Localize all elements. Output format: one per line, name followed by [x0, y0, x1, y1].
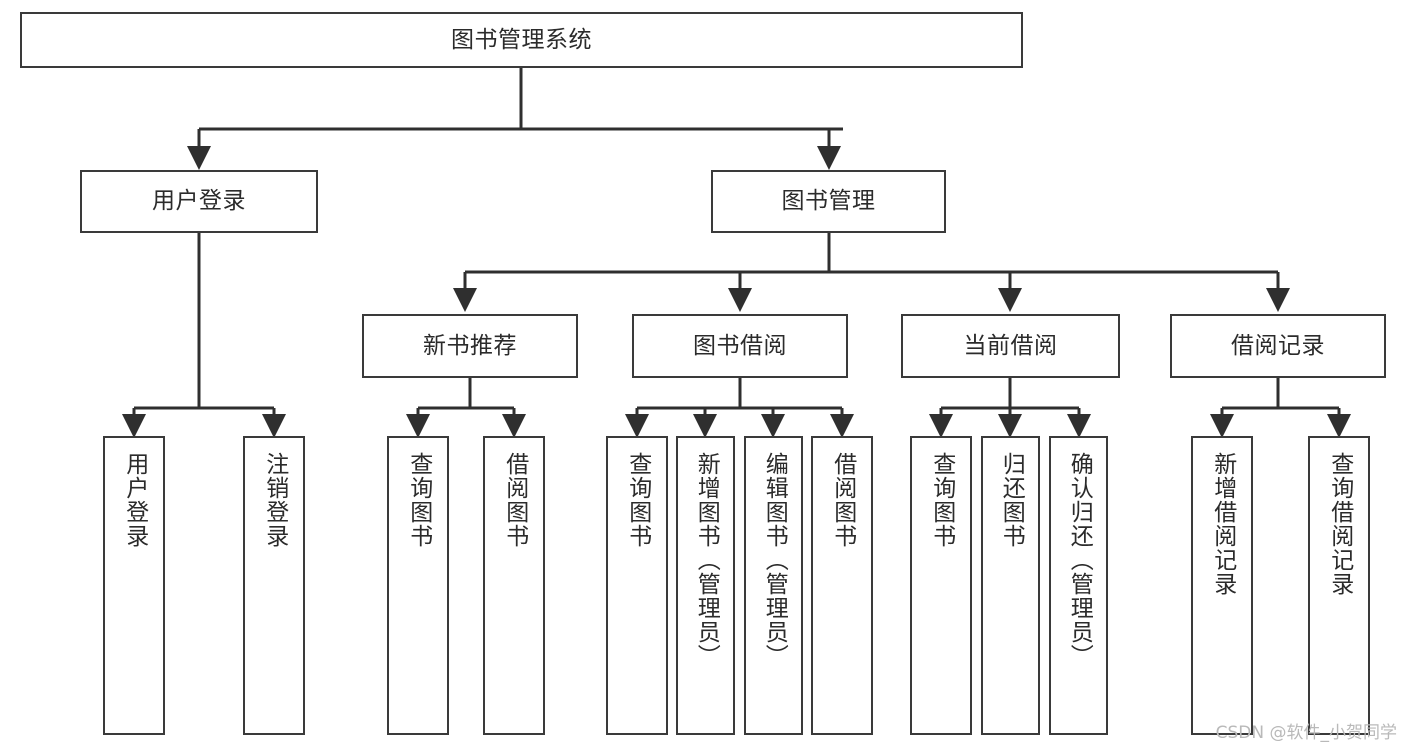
node-label: 注销登录 [261, 452, 288, 548]
leaf-borrow-edit-book[interactable]: 编辑图书（管理员） [744, 436, 803, 735]
node-label: 归还图书 [998, 452, 1025, 548]
node-label: 查询图书 [405, 452, 432, 548]
node-label: 新书推荐 [423, 332, 517, 359]
node-label: 图书管理 [781, 188, 876, 215]
node-label: 确认归还（管理员） [1066, 452, 1093, 668]
node-new-book-recommend[interactable]: 新书推荐 [362, 314, 578, 378]
node-label: 借阅图书 [501, 452, 528, 548]
node-label: 查询图书 [928, 452, 955, 548]
node-label: 借阅图书 [829, 452, 856, 548]
node-label: 借阅记录 [1231, 332, 1325, 359]
node-borrow-records[interactable]: 借阅记录 [1170, 314, 1386, 378]
leaf-current-return-book[interactable]: 归还图书 [981, 436, 1040, 735]
leaf-current-query-book[interactable]: 查询图书 [910, 436, 972, 735]
leaf-new-books-query[interactable]: 查询图书 [387, 436, 449, 735]
leaf-user-login[interactable]: 用户登录 [103, 436, 165, 735]
node-book-management[interactable]: 图书管理 [711, 170, 946, 233]
leaf-borrow-add-book[interactable]: 新增图书（管理员） [676, 436, 735, 735]
node-book-borrow[interactable]: 图书借阅 [632, 314, 848, 378]
node-label: 用户登录 [121, 452, 148, 548]
node-root-system[interactable]: 图书管理系统 [20, 12, 1023, 68]
leaf-query-borrow-record[interactable]: 查询借阅记录 [1308, 436, 1370, 735]
leaf-current-confirm-return[interactable]: 确认归还（管理员） [1049, 436, 1108, 735]
leaf-new-books-borrow[interactable]: 借阅图书 [483, 436, 545, 735]
node-user-login[interactable]: 用户登录 [80, 170, 318, 233]
node-label: 当前借阅 [963, 332, 1058, 359]
leaf-logout[interactable]: 注销登录 [243, 436, 305, 735]
node-label: 查询借阅记录 [1326, 452, 1353, 596]
leaf-add-borrow-record[interactable]: 新增借阅记录 [1191, 436, 1253, 735]
node-current-borrow[interactable]: 当前借阅 [901, 314, 1120, 378]
node-label: 新增借阅记录 [1209, 452, 1236, 596]
leaf-borrow-borrow-book[interactable]: 借阅图书 [811, 436, 873, 735]
node-label: 图书管理系统 [451, 26, 592, 53]
node-label: 编辑图书（管理员） [761, 452, 788, 668]
node-label: 新增图书（管理员） [693, 452, 720, 668]
csdn-watermark: CSDN @软件_小贺同学 [1215, 723, 1397, 743]
node-label: 图书借阅 [693, 332, 787, 359]
node-label: 用户登录 [152, 188, 246, 215]
leaf-borrow-query-book[interactable]: 查询图书 [606, 436, 668, 735]
node-label: 查询图书 [624, 452, 651, 548]
